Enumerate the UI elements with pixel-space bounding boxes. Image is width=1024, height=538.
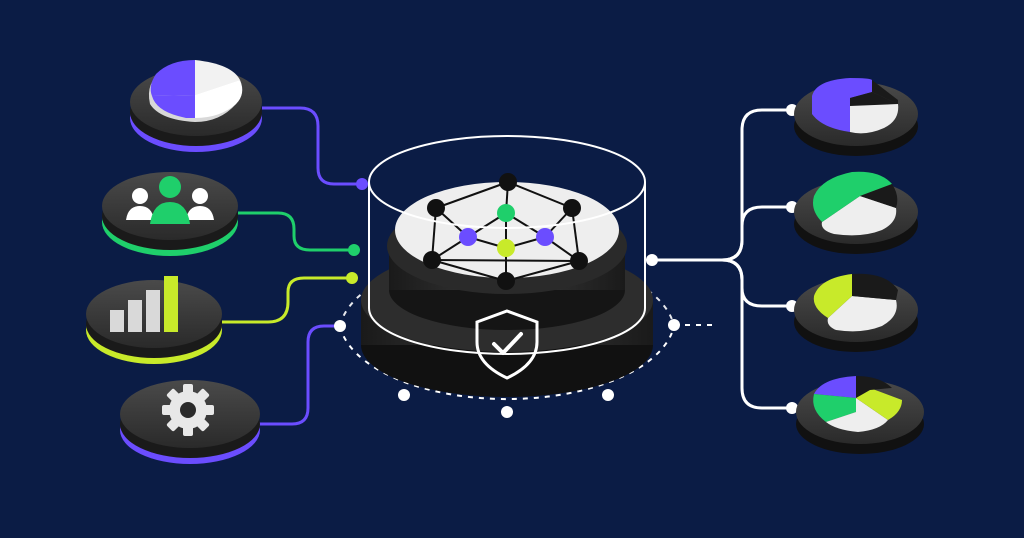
- connector-to-right-1: [721, 108, 792, 262]
- orbit-dot: [398, 389, 410, 401]
- pie-chart-icon: [812, 78, 899, 134]
- connector-dot-green: [348, 244, 360, 256]
- connector-to-right-3: [721, 258, 792, 308]
- connector-pie-to-hub: [262, 106, 360, 186]
- left-node-pie-chart: [130, 60, 262, 152]
- pie-chart-icon: [813, 273, 898, 332]
- right-node-pie-lime: [794, 273, 918, 352]
- right-connectors: [652, 108, 792, 410]
- network-node-green: [497, 204, 515, 222]
- connector-dot: [786, 402, 798, 414]
- network-node-purple: [459, 228, 477, 246]
- network-node: [563, 199, 581, 217]
- connector-gear-to-hub: [258, 324, 338, 426]
- glass-cylinder: [368, 135, 646, 355]
- shield-check-icon: [475, 309, 539, 380]
- users-group-icon: [126, 176, 214, 224]
- network-node: [423, 251, 441, 269]
- pie-chart-icon: [813, 171, 898, 236]
- left-connectors: [222, 106, 360, 426]
- right-node-pie-green: [794, 171, 918, 254]
- connector-dot: [646, 254, 658, 266]
- gear-icon: [162, 384, 214, 436]
- orbit-dot: [501, 406, 513, 418]
- network-node-purple: [536, 228, 554, 246]
- connector-users-to-hub: [238, 211, 352, 252]
- bar-chart-icon: [110, 276, 178, 332]
- orbit-dot: [668, 319, 680, 331]
- right-node-pie-purple: [794, 78, 918, 156]
- pie-chart-icon: [813, 376, 902, 432]
- connector-dot-lime: [346, 272, 358, 284]
- network-node-lime: [497, 239, 515, 257]
- connector-bars-to-hub: [222, 276, 350, 324]
- network-node: [497, 272, 515, 290]
- central-hub: [361, 135, 653, 397]
- connector-to-right-2: [721, 205, 792, 262]
- orbit-dashed-path: [339, 325, 675, 401]
- network-nodes: [423, 173, 588, 290]
- pie-chart-icon: [148, 60, 243, 122]
- connector-dot-purple: [356, 178, 368, 190]
- network-node: [427, 199, 445, 217]
- orbit-dot: [602, 389, 614, 401]
- network-node: [570, 252, 588, 270]
- connector-to-right-4: [721, 258, 792, 410]
- right-node-pie-multi: [796, 376, 924, 454]
- left-node-settings: [120, 380, 260, 464]
- left-node-bar-chart: [86, 276, 222, 364]
- network-node: [499, 173, 517, 191]
- left-node-users: [102, 172, 238, 256]
